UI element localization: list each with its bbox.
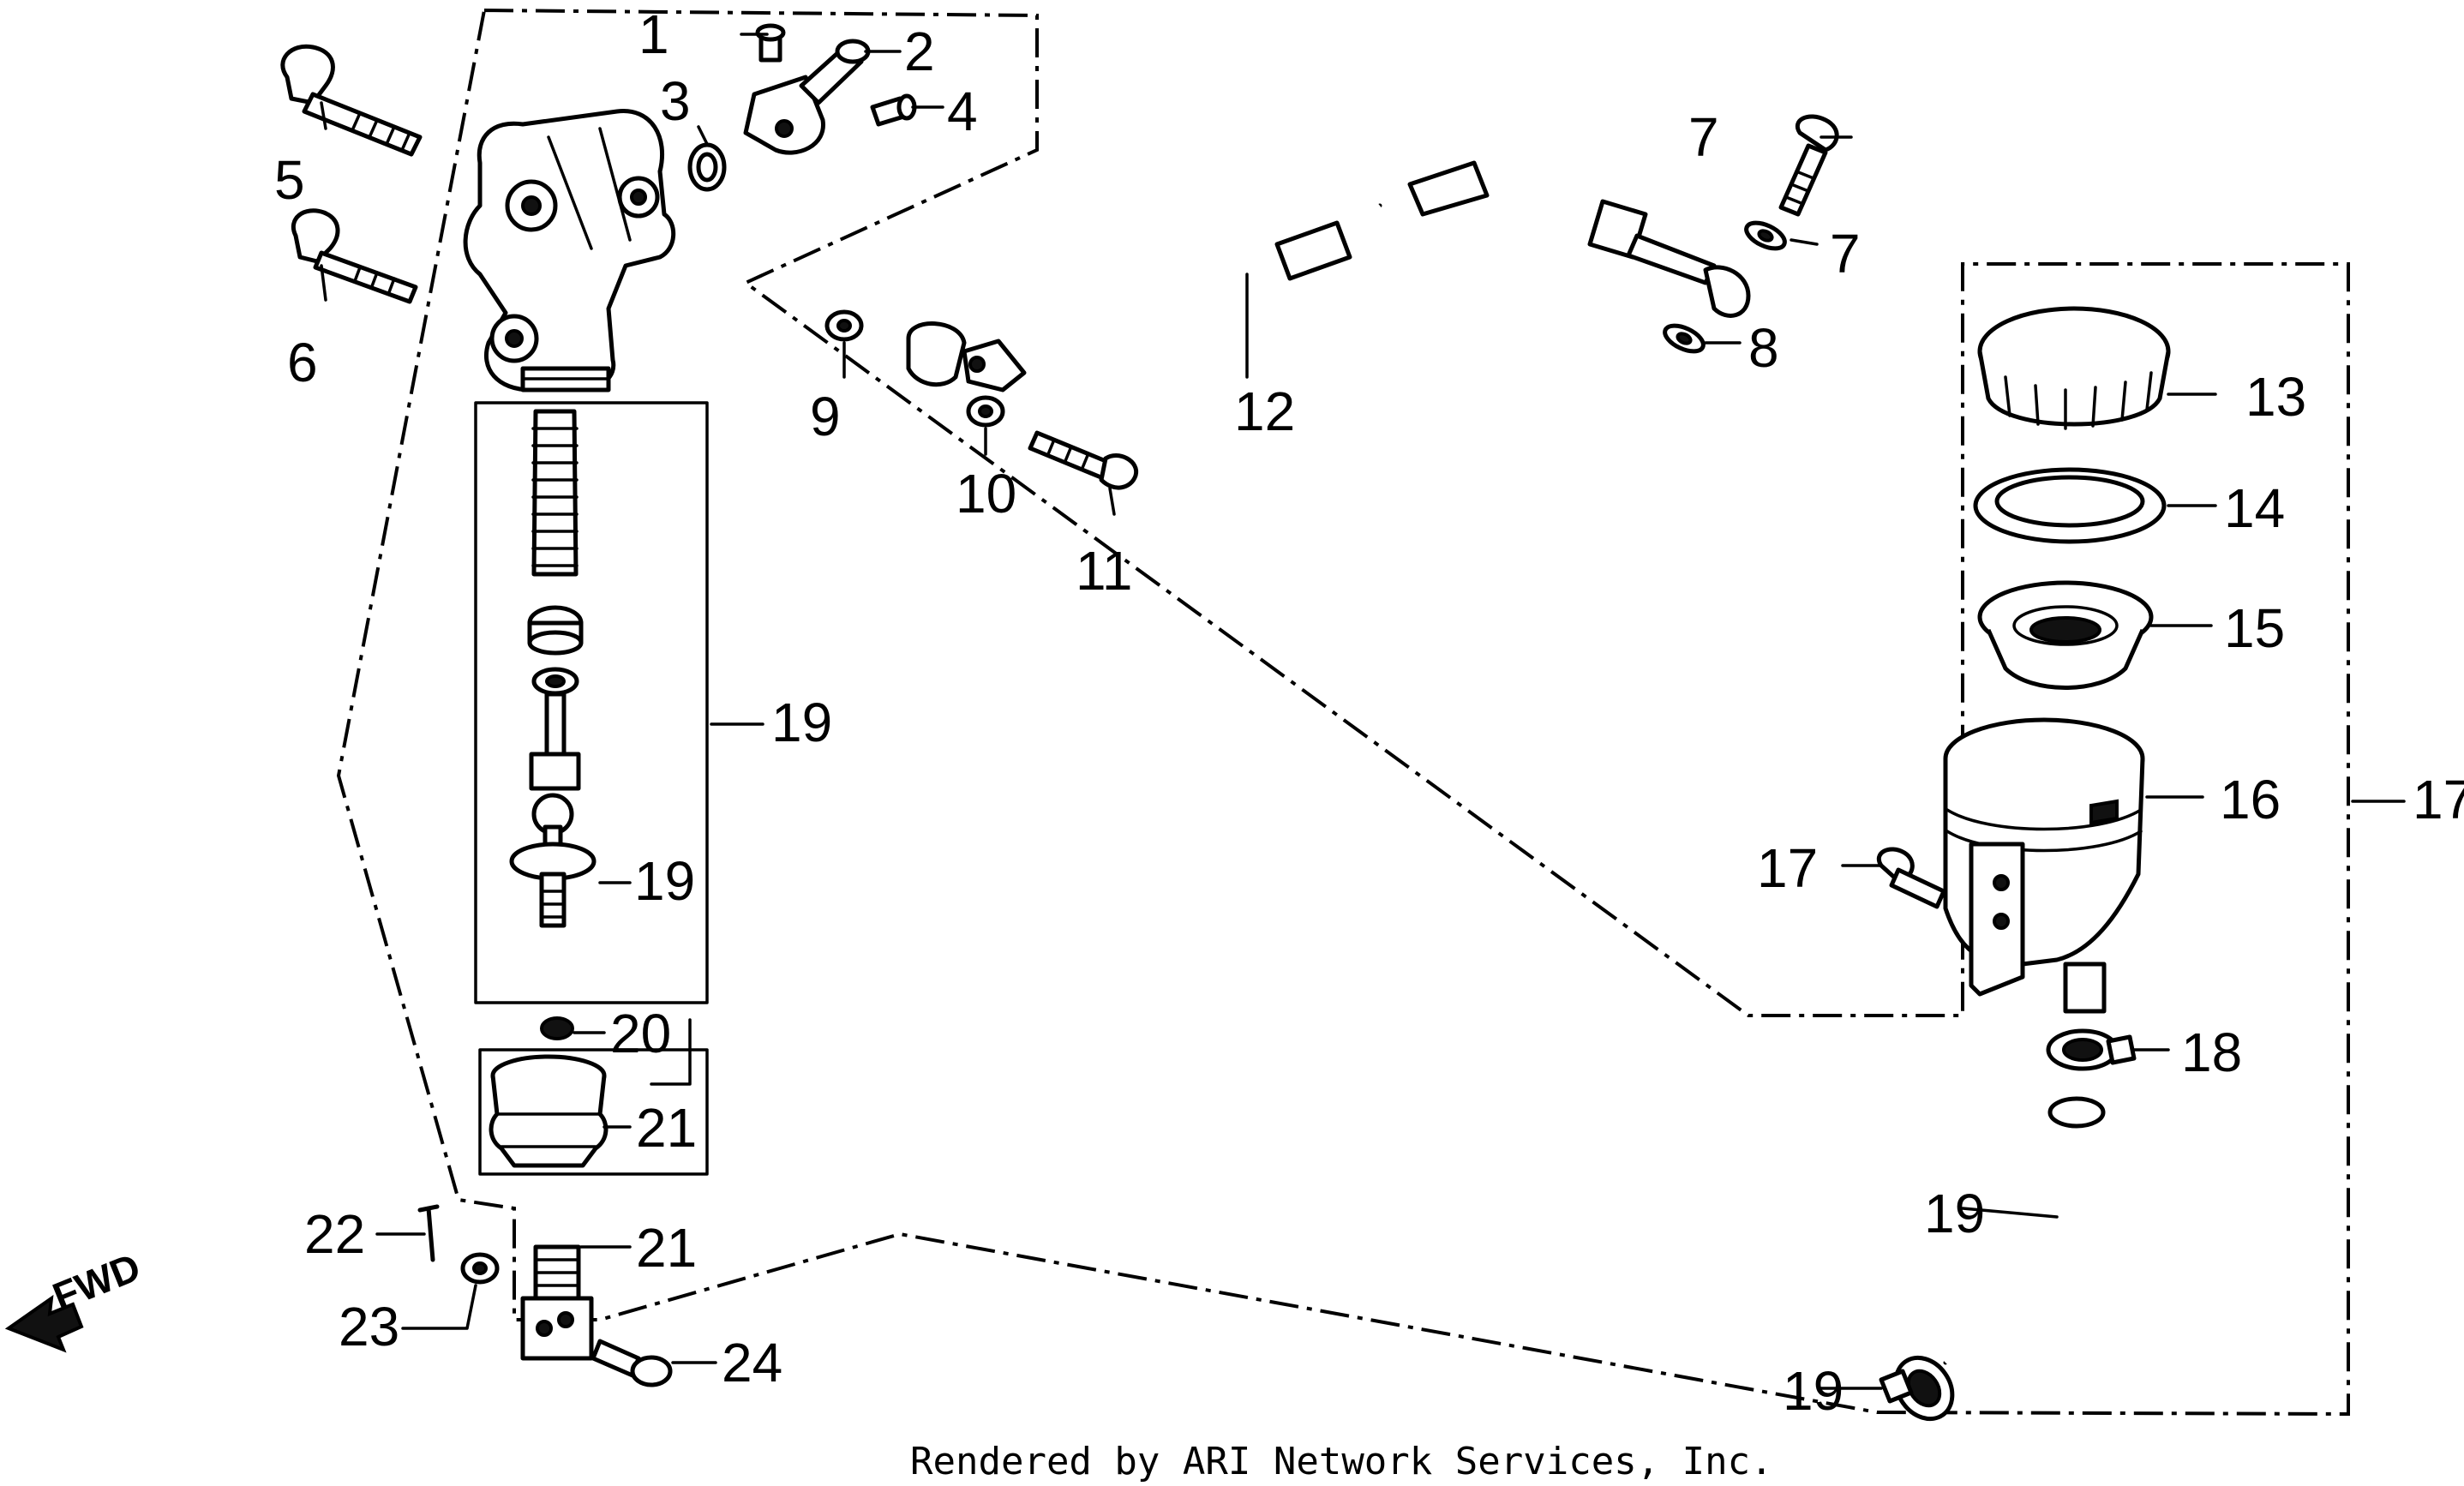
forward-direction-arrow: FWD [4, 1244, 147, 1353]
washer-18 [460, 1252, 500, 1285]
callout-9: 19 [771, 692, 832, 753]
callout-17: 11 [1076, 540, 1132, 602]
callout-14: 21 [636, 1217, 697, 1279]
diaphragm-11 [1977, 580, 2154, 690]
washer-19d [966, 395, 1005, 428]
brake-hose-1 [906, 160, 1751, 392]
callout-23: 22 [304, 1203, 365, 1265]
pin-23 [417, 1204, 440, 1262]
piston-washer [531, 667, 579, 696]
callout-16: 5 [274, 149, 305, 211]
callout-4: 21 [636, 1097, 697, 1159]
bolt-15 [291, 208, 418, 304]
boot-outline [478, 1048, 709, 1176]
callout-18: 23 [339, 1296, 399, 1357]
boot-4 [489, 1054, 609, 1168]
callout-10: 19 [634, 850, 695, 912]
callout-17: 7 [1688, 106, 1719, 168]
clip-7a [2046, 1028, 2137, 1071]
bolt-17a [1778, 114, 1839, 217]
callout-19: 10 [956, 463, 1016, 524]
callout-2: 17 [2413, 769, 2464, 830]
washer-19a [1744, 220, 1787, 251]
callout-20: 3 [660, 70, 691, 132]
callout-19: 8 [1748, 317, 1779, 379]
callout-19: 9 [810, 386, 841, 447]
fwd-label: FWD [46, 1244, 147, 1319]
callout-7: 18 [2181, 1022, 2242, 1083]
callout-7: 19 [1783, 1360, 1844, 1422]
joint-14 [520, 1244, 594, 1361]
screw-21b [870, 93, 917, 127]
circlip-22 [540, 1016, 574, 1040]
plate-12 [1973, 467, 2167, 544]
callout-1: 12 [1234, 380, 1295, 442]
piston-kit-outline [474, 401, 709, 1004]
washer-19c [824, 309, 864, 342]
callout-21: 4 [947, 81, 978, 142]
reservoir-5 [1943, 717, 2145, 1014]
render-credit: Rendered by ARI Network Services, Inc. [910, 1440, 1773, 1483]
assembly-outline-master-cylinder [336, 8, 2350, 1417]
master-cylinder-body [463, 109, 676, 392]
clip-7b [1879, 1355, 1955, 1422]
callout-labels: 1 2 3 4 5 6 7 7 8 9 10 11 12 13 14 15 16… [274, 3, 2464, 1422]
screw-21a [755, 23, 786, 63]
callout-21: 1 [638, 3, 669, 65]
callout-22: 20 [610, 1003, 671, 1064]
washer-19b [1663, 323, 1706, 354]
screw-13 [591, 1339, 673, 1387]
leader-lines [320, 33, 2406, 1390]
bolt-16 [280, 44, 423, 157]
elbow-3 [743, 39, 871, 155]
bolt-17b [1028, 430, 1139, 490]
hose-6 [1929, 1096, 2106, 1379]
piston-spring [531, 409, 579, 577]
callout-13: 24 [722, 1332, 782, 1393]
bracket-22 [650, 1018, 692, 1086]
callout-19: 7 [1830, 223, 1861, 285]
callout-11: 15 [2224, 597, 2285, 659]
reservoir-cap-8 [1977, 306, 2171, 430]
primary-cup [527, 605, 584, 656]
screw-24 [1877, 847, 1946, 909]
callout-12: 14 [2224, 477, 2285, 539]
callout-15: 6 [287, 332, 318, 393]
o-ring-20 [687, 142, 727, 192]
piston [529, 692, 581, 791]
callout-3: 2 [904, 21, 935, 82]
callout-24: 17 [1757, 837, 1818, 899]
callout-8: 13 [2245, 366, 2306, 428]
callout-5: 16 [2220, 769, 2281, 830]
callout-6: 19 [1924, 1183, 1985, 1244]
push-rod-10 [509, 793, 597, 928]
